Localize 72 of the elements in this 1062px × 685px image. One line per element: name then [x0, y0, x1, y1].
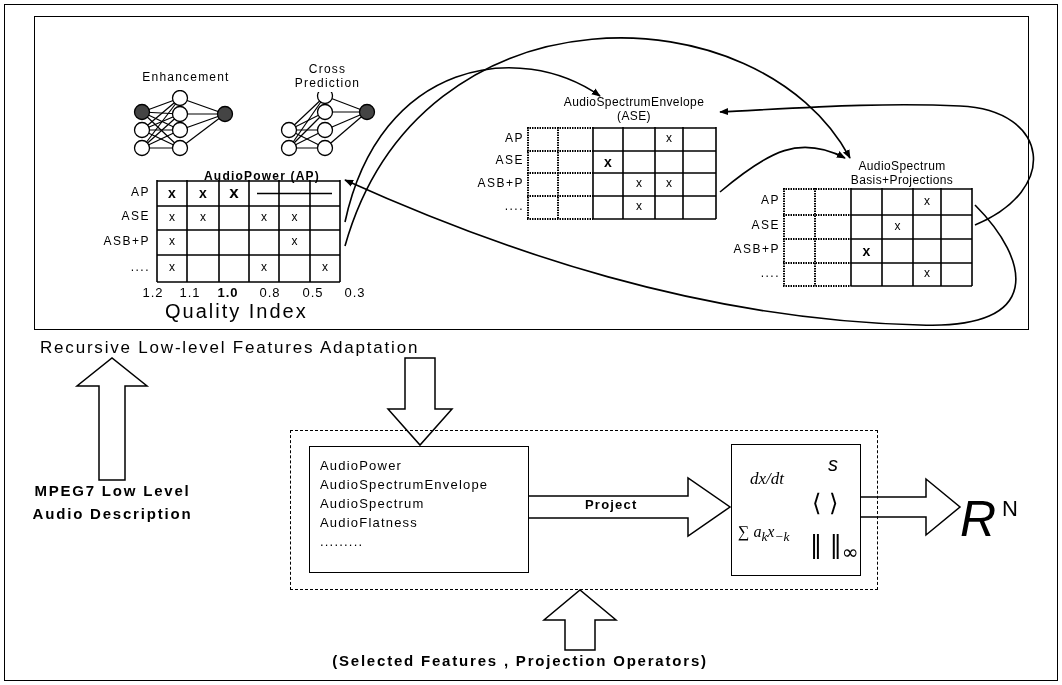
block-arrow [74, 357, 150, 481]
row-label: AP [505, 131, 524, 146]
operator-symbol: s [828, 453, 838, 476]
tick-label: 1.1 [178, 286, 202, 301]
cell-mark: x [665, 132, 673, 147]
cell-mark: x [923, 194, 931, 209]
curved-arrow [344, 38, 851, 247]
axis-title: Quality Index [165, 300, 308, 323]
cell-mark: x [861, 242, 872, 259]
derivative-operator: dx/dt [750, 469, 784, 489]
sum-operator: ∑ a$_{k}$x$_{−k}$ [738, 523, 790, 546]
norm-operator: ‖ ‖$_{∞}$ [810, 531, 859, 564]
row-label: AP [131, 185, 150, 200]
cell-mark: x [603, 153, 613, 170]
block-arrow [386, 357, 454, 447]
panel-heading: Recursive Low-level Features Adaptation [40, 338, 420, 358]
row-label: ASB+P [477, 176, 524, 191]
cell-mark: x [228, 183, 240, 203]
row-label: .... [760, 266, 780, 281]
inner-product-operator: ⟨ ⟩ [812, 489, 839, 517]
cell-mark: x [923, 267, 931, 282]
curved-arrow [719, 146, 846, 193]
feature-name: AudioFlatness [320, 516, 418, 531]
curved-arrow [719, 103, 1034, 226]
cell-mark: x [168, 210, 176, 225]
feature-name: ......... [320, 535, 364, 550]
cell-mark: x [321, 261, 329, 276]
cell-mark: x [635, 200, 643, 215]
feature-name: AudioSpectrumEnvelope [320, 478, 489, 493]
operator-box [731, 444, 861, 576]
tick-label: 0.5 [301, 286, 325, 301]
row-label: ASE [751, 219, 780, 233]
row-label: ASE [495, 154, 524, 168]
network-label: Cross Prediction [293, 62, 362, 91]
feature-name: AudioSpectrum [320, 497, 425, 512]
curved-arrow [344, 67, 601, 223]
cell-mark: x [168, 261, 176, 276]
description-text: (Selected Features , Projection Operators) [220, 650, 820, 674]
table-title: AudioPower (AP) [203, 170, 321, 184]
table-title: AudioSpectrumEnvelope (ASE) [562, 96, 706, 124]
curved-arrow [344, 179, 1017, 326]
feature-list-box [309, 446, 529, 573]
cell-mark: x [168, 235, 176, 250]
tick-label: 1.0 [216, 286, 240, 301]
row-label: AP [761, 194, 780, 208]
cell-mark: x [198, 185, 208, 202]
row-label: .... [504, 199, 524, 214]
row-label: ASB+P [733, 243, 780, 257]
cell-mark: x [290, 210, 299, 225]
block-arrow [541, 589, 619, 651]
cell-mark: x [290, 235, 299, 250]
table-title: AudioSpectrum Basis+Projections [849, 160, 955, 188]
tick-label: 1.2 [141, 286, 165, 301]
edge-label: Project [585, 498, 638, 513]
cell-mark: x [199, 210, 207, 225]
row-label: ASE [121, 210, 150, 224]
description-text: MPEG7 Low Level Audio Description [25, 480, 200, 550]
dashed-group-box [290, 430, 878, 590]
cell-mark: x [260, 261, 268, 276]
cell-mark: x [635, 177, 643, 192]
tick-label: 0.8 [258, 286, 282, 301]
row-label: .... [130, 260, 150, 275]
cell-mark: x [260, 210, 268, 225]
cell-mark: x [665, 177, 673, 192]
block-arrow [859, 477, 962, 537]
tick-label: 0.3 [343, 286, 367, 301]
cell-mark: x [893, 219, 902, 234]
network-label: Enhancement [141, 70, 231, 85]
feature-name: AudioPower [320, 459, 403, 474]
row-label: ASB+P [103, 234, 150, 249]
vector-space-symbol: R$^{N}$ [960, 478, 1032, 540]
cell-mark: x [167, 185, 177, 202]
